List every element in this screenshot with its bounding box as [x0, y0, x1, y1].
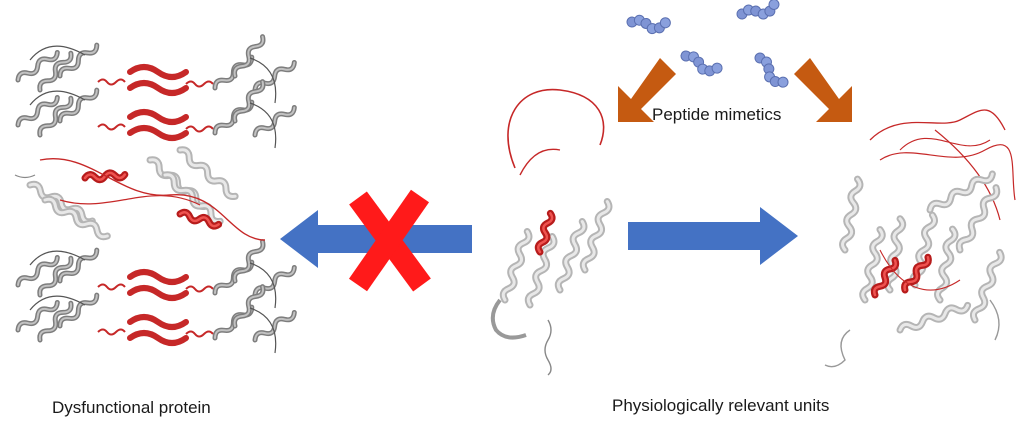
peptide-mimetics-label: Peptide mimetics	[652, 105, 782, 124]
red-x-icon	[348, 189, 431, 292]
orange-arrow-left	[618, 58, 676, 122]
monomer-structure	[490, 88, 611, 376]
peptide-blob-icon	[625, 10, 672, 37]
peptide-blob-icon	[735, 0, 782, 24]
peptide-blob-icon	[677, 44, 725, 83]
arrow-right	[628, 207, 798, 265]
peptide-blob-icon	[750, 47, 791, 95]
dysfunctional-protein-structure	[15, 35, 296, 353]
central-fibril	[14, 147, 266, 240]
dysfunctional-protein-label: Dysfunctional protein	[52, 398, 211, 417]
physiological-units-label: Physiologically relevant units	[612, 396, 830, 415]
physiological-units-structure	[824, 109, 1016, 368]
orange-arrow-right	[794, 58, 852, 122]
